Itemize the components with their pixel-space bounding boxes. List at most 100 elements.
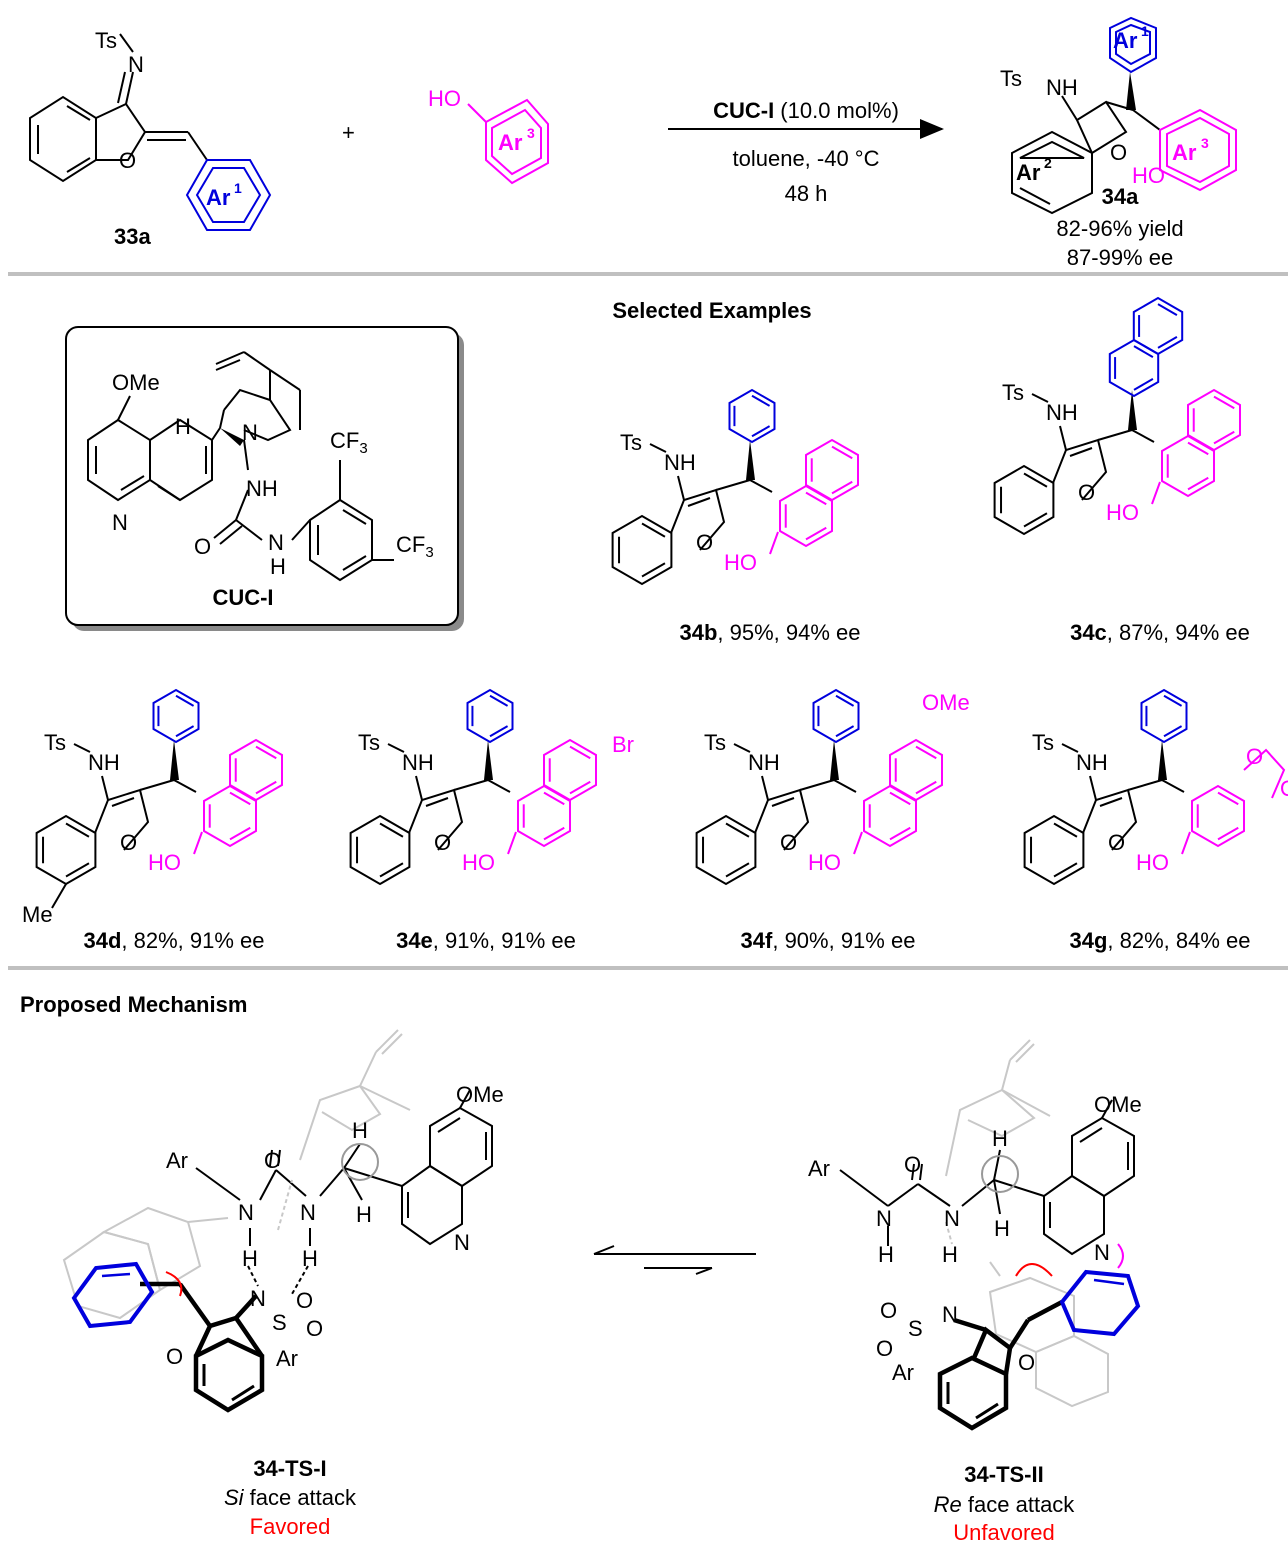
svg-text:NH: NH <box>1076 750 1108 775</box>
ts1-substrate <box>140 1281 265 1413</box>
ts2-quinoline-n: N <box>1094 1240 1110 1265</box>
ts2-phenyl <box>1059 1269 1141 1337</box>
svg-text:NH: NH <box>1046 400 1078 425</box>
example-34e-label: 34e, 91%, 91% ee <box>396 928 576 953</box>
svg-text:Ts: Ts <box>1032 730 1054 755</box>
ar3-label: Ar <box>498 130 523 155</box>
ar1-sup-34a: 1 <box>1141 23 1149 39</box>
svg-text:O: O <box>1078 480 1095 505</box>
svg-text:O: O <box>434 830 451 855</box>
ts1-sulfonyl-o2: O <box>306 1316 323 1341</box>
example-34g-label: 34g, 82%, 84% ee <box>1069 928 1250 953</box>
ts2-sulfur: S <box>908 1316 923 1341</box>
ts1-h-top: H <box>352 1118 368 1143</box>
ar1-ring-34a <box>1109 16 1157 74</box>
solvent-temperature: toluene, -40 °C <box>733 146 880 171</box>
ts1-furan-o: O <box>166 1344 183 1369</box>
svg-text:HO: HO <box>462 850 495 875</box>
reactant-33a <box>29 33 208 183</box>
svg-text:Ts: Ts <box>1002 380 1024 405</box>
svg-text:HO: HO <box>1106 500 1139 525</box>
ar2-label-34a: Ar <box>1016 160 1041 185</box>
ts2-id: 34-TS-II <box>964 1462 1043 1487</box>
example-34g-structure: TsNHOOOHO <box>1023 688 1288 886</box>
reaction-time: 48 h <box>785 181 828 206</box>
catalyst-cf3-top: CF3 <box>330 428 368 457</box>
ar1-sup-33a: 1 <box>234 180 242 196</box>
catalyst-h: H <box>175 414 191 439</box>
equilibrium-arrows <box>593 1245 756 1275</box>
ar3-ring-34a <box>1159 108 1237 192</box>
ts2-ar-sulfonyl: Ar <box>892 1360 914 1385</box>
ts2-h-bottom: H <box>994 1216 1010 1241</box>
yield-range: 82-96% yield <box>1056 216 1183 241</box>
svg-text:Ts: Ts <box>704 730 726 755</box>
catalyst-conditions: CUC-I (10.0 mol%) <box>713 98 899 123</box>
svg-text:O: O <box>696 530 713 555</box>
catalyst-cf3-bottom: CF3 <box>396 532 434 561</box>
ts1-sulfonyl-o1: O <box>296 1288 313 1313</box>
ts2-h2: H <box>942 1242 958 1267</box>
substituent-me-34d: Me <box>22 902 53 927</box>
catalyst-o: O <box>194 534 211 559</box>
example-34c-label: 34c, 87%, 94% ee <box>1070 620 1250 645</box>
ar3-label-34a: Ar <box>1172 140 1197 165</box>
catalyst-n: N <box>268 530 284 555</box>
ts2-n1: N <box>876 1206 892 1231</box>
substituent-ome-34f: OMe <box>922 690 970 715</box>
ts1-id: 34-TS-I <box>253 1456 326 1481</box>
ts2-ar-top: Ar <box>808 1156 830 1181</box>
ar3-sup-34a: 3 <box>1201 135 1209 151</box>
ts1-ome: OMe <box>456 1082 504 1107</box>
ts1-o-urea: O <box>264 1148 281 1173</box>
ts1-ar-top: Ar <box>166 1148 188 1173</box>
ts2-attack-arrow <box>1015 1263 1053 1277</box>
ts2-h-top: H <box>992 1126 1008 1151</box>
ts2-h1: H <box>878 1242 894 1267</box>
ts1-h2: H <box>302 1246 318 1271</box>
ts1-n2: N <box>300 1200 316 1225</box>
compound-33a-label: 33a <box>114 224 151 249</box>
selected-examples-heading: Selected Examples <box>612 298 811 323</box>
catalyst-h2: H <box>270 554 286 579</box>
mechanism-heading: Proposed Mechanism <box>20 992 247 1017</box>
ar1-label-33a: Ar <box>206 185 231 210</box>
catalyst-box <box>65 326 459 626</box>
n-atom-33a: N <box>128 52 144 77</box>
phenol-oh: HO <box>428 86 461 111</box>
o-34a: O <box>1110 140 1127 165</box>
ts1-structure <box>195 1089 493 1295</box>
svg-text:Ts: Ts <box>358 730 380 755</box>
ts1-phenyl <box>71 1261 155 1329</box>
ts1-n1: N <box>238 1200 254 1225</box>
ts1-attack-arrow <box>165 1271 183 1297</box>
catalyst-quinuclidine-n: N <box>242 420 258 445</box>
ts1-quinoline-n: N <box>454 1230 470 1255</box>
svg-text:HO: HO <box>148 850 181 875</box>
reactant-phenol <box>467 98 549 185</box>
svg-text:NH: NH <box>88 750 120 775</box>
ts1-face: Si face attack <box>224 1485 357 1510</box>
ts2-sulfonyl-o2: O <box>876 1336 893 1361</box>
ts2-face: Re face attack <box>934 1492 1076 1517</box>
examples-layer: TsNHOHOTsNHOHOTsNHOHOTsNHOHOTsNHOHOTsNHO… <box>35 296 1288 909</box>
ts2-catalyst-grey <box>945 1039 1109 1408</box>
catalyst-name: CUC-I <box>212 585 273 610</box>
ts1-status: Favored <box>250 1514 331 1539</box>
ts-nh-34a: Ts <box>1000 66 1022 91</box>
plus-sign: + <box>342 120 355 145</box>
o-atom-33a: O <box>119 148 136 173</box>
ts-label-33a: Ts <box>95 28 117 53</box>
svg-text:Ts: Ts <box>620 430 642 455</box>
ts2-status: Unfavored <box>953 1520 1055 1545</box>
ts1-ar-sulfonyl: Ar <box>276 1346 298 1371</box>
ts2-furan-o: O <box>1018 1350 1035 1375</box>
example-34b-label: 34b, 95%, 94% ee <box>679 620 860 645</box>
catalyst-structure <box>87 351 394 582</box>
compound-34a-label: 34a <box>1102 184 1139 209</box>
